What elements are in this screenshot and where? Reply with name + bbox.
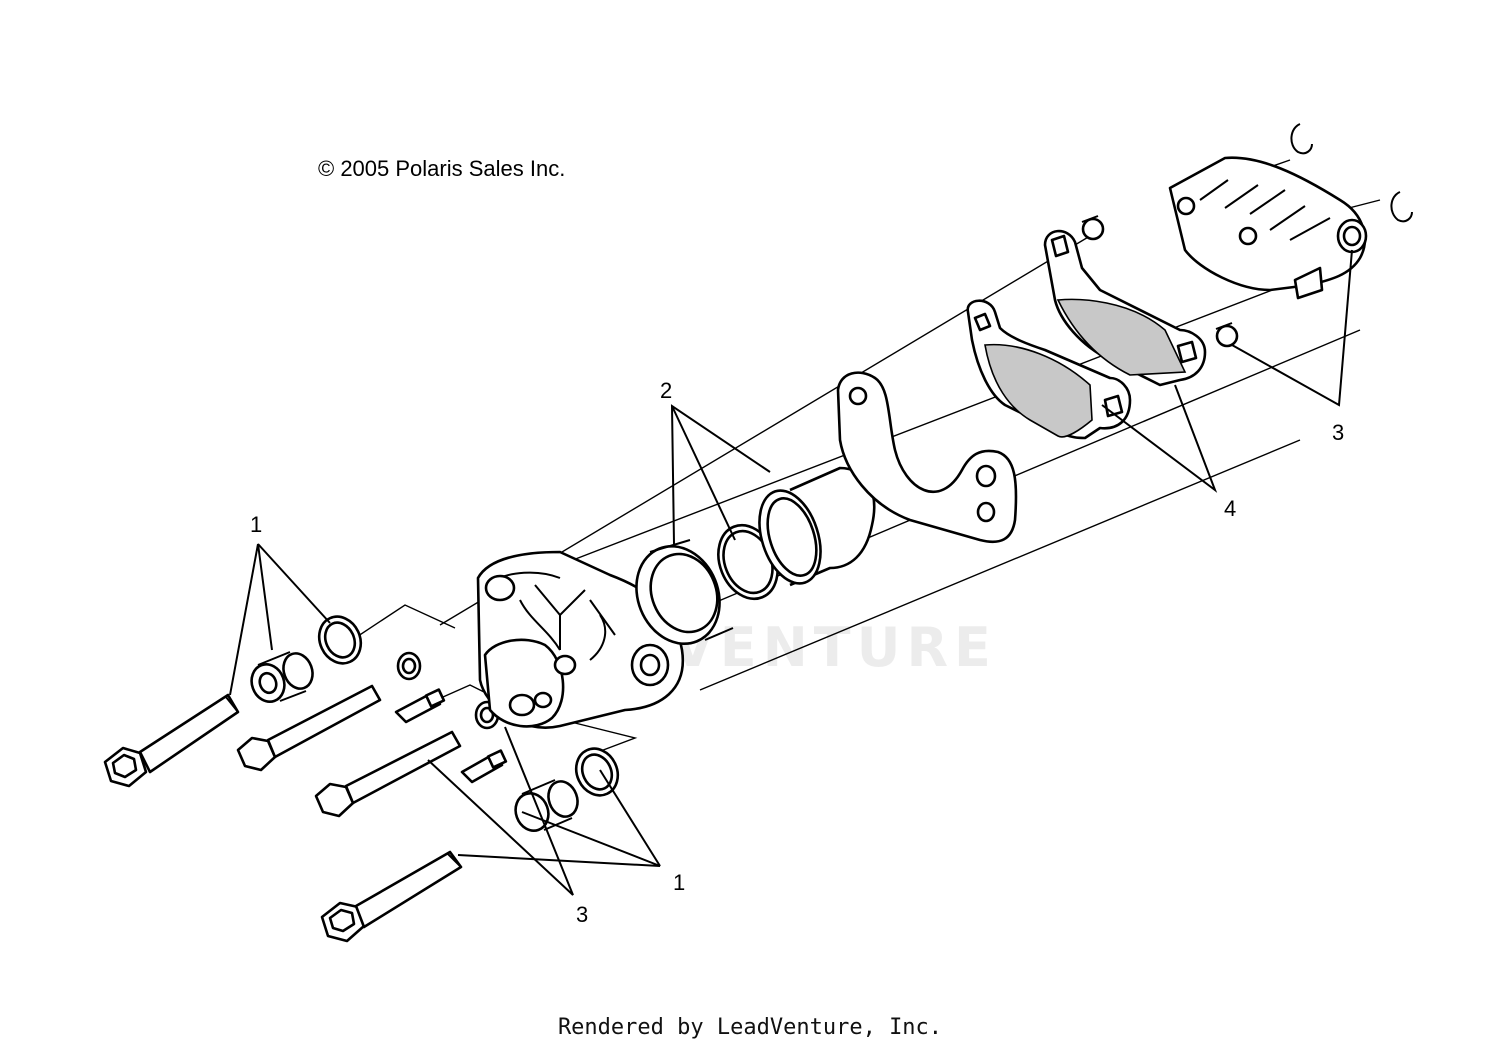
- retaining-clip-upper: [1290, 123, 1313, 155]
- caliper-bolt-lower: [320, 850, 463, 943]
- callout-2: 2: [660, 378, 673, 403]
- callout-4: 4: [1224, 496, 1237, 521]
- retaining-clip-lower: [1390, 191, 1413, 223]
- bushing-lower: [514, 779, 579, 832]
- piston-seal-outer: [635, 539, 734, 646]
- bleeder-fitting-lower: [460, 749, 508, 784]
- washer-lower: [574, 747, 620, 797]
- brake-pad-outer: [1043, 229, 1207, 387]
- pad-pin-upper: [1081, 215, 1105, 241]
- callout-1-upper: 1: [250, 512, 263, 537]
- caliper-bracket: [836, 371, 1018, 544]
- brake-pad-inner: [966, 299, 1132, 440]
- hex-bolt-lower: [314, 730, 462, 818]
- callout-3-lower: 3: [576, 902, 589, 927]
- callout-1-lower: 1: [673, 870, 686, 895]
- callout-leaders: [229, 249, 1353, 896]
- outer-caliper-half: [1168, 156, 1368, 300]
- caliper-housing: [476, 550, 685, 729]
- callout-3-right: 3: [1332, 420, 1345, 445]
- hex-bolt-upper: [236, 684, 382, 772]
- small-washer: [396, 651, 422, 681]
- washer-upper: [317, 615, 363, 665]
- caliper-bolt-upper: [103, 693, 240, 788]
- copyright-notice: © 2005 Polaris Sales Inc.: [318, 156, 566, 181]
- brake-piston: [758, 466, 876, 587]
- render-credit: Rendered by LeadVenture, Inc.: [557, 1015, 943, 1040]
- bushing-upper: [250, 651, 314, 703]
- bleeder-fitting-upper: [394, 688, 446, 724]
- pad-pin-lower: [1215, 322, 1239, 348]
